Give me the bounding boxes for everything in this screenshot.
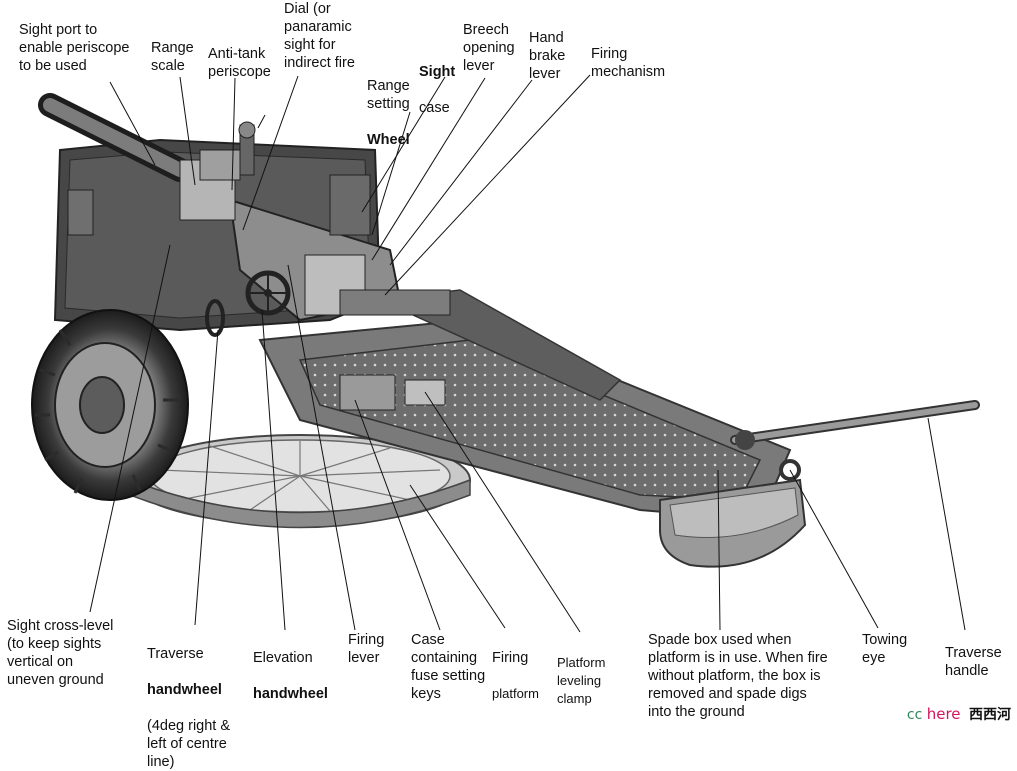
label-traverse-handwheel-2: (4deg right & left of centre line) [147, 718, 231, 770]
label-elevation-handwheel: Elevation handwheel [253, 631, 328, 703]
label-sight-port: Sight port to enable periscope to be use… [19, 22, 130, 74]
breech [228, 174, 451, 322]
label-spade-box: Spade box used when platform is in use. … [648, 632, 828, 720]
label-firing-lever: Firing lever [348, 632, 385, 666]
label-sight-case-text: case [419, 100, 450, 116]
spade-box [659, 478, 807, 568]
label-range-scale: Range scale [151, 40, 194, 74]
label-firing-mechanism: Firing mechanism [591, 46, 666, 80]
elevation-handwheel [245, 270, 291, 316]
watermark-here: here [926, 705, 961, 723]
label-platform-clamp-1: Platform leveling clamp [557, 655, 606, 706]
watermark-cn: 西西河 [969, 707, 1011, 723]
label-towing-eye: Towing eye [862, 632, 908, 666]
firing-platform [129, 434, 471, 529]
label-range-setting-bold: Wheel [367, 132, 410, 148]
label-traverse-handwheel: Traverse handwheel (4deg right & left of… [147, 627, 230, 771]
traverse-handwheel [205, 299, 225, 337]
watermark-cc: cc [906, 707, 923, 723]
label-range-setting: Range setting [367, 78, 410, 112]
gun-wheel [31, 309, 189, 501]
gun-diagram [31, 74, 980, 633]
barrel [38, 93, 192, 182]
fuse-key-case [339, 374, 396, 411]
watermark: cc here 西西河 [907, 704, 1011, 724]
label-traverse-handle: Traverse handle [945, 645, 1002, 679]
label-breech-opening-lever: Breech opening lever [463, 22, 515, 74]
label-firing-platform-1: Firing [492, 650, 529, 666]
label-firing-platform-2: platform [492, 686, 539, 701]
label-firing-platform: Firing platform [492, 631, 539, 703]
label-range-setting-wheel: Range setting Wheel [367, 59, 410, 149]
label-platform-leveling-clamp: Platform leveling clamp [557, 636, 605, 708]
towing-eye [779, 459, 801, 481]
label-elevation-1: Elevation [253, 650, 313, 666]
sight-assembly [179, 121, 256, 221]
label-traverse-handwheel-1: Traverse [147, 646, 204, 662]
label-elevation-bold: handwheel [253, 686, 328, 702]
label-dial: Dial (or panaramic sight for indirect fi… [284, 1, 355, 71]
label-hand-brake-lever: Hand brake lever [529, 30, 566, 82]
label-sight-cross-level: Sight cross-level (to keep sights vertic… [7, 618, 114, 688]
label-sight-case: Sight case [419, 45, 464, 117]
label-sight-case-bold: Sight [419, 64, 456, 80]
label-anti-tank-periscope: Anti-tank periscope [208, 46, 271, 80]
traverse-handle [730, 400, 980, 450]
leader-lines [89, 74, 966, 633]
label-traverse-handwheel-bold: handwheel [147, 682, 222, 698]
label-case-fuse-keys: Case containing fuse setting keys [411, 632, 486, 702]
